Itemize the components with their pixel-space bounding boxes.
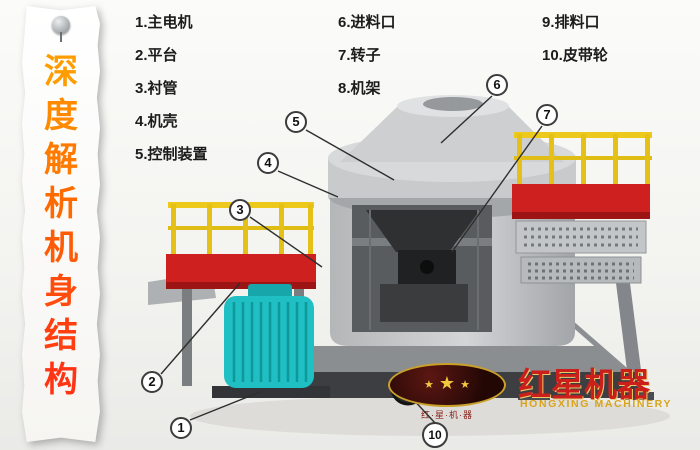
callout-4: 4 <box>257 152 279 174</box>
brand-subtitle: HONGXING MACHINERY <box>520 398 673 410</box>
logo-oval: ★ ★ ★ <box>388 363 506 407</box>
legend-item: 9.排料口 <box>542 14 600 31</box>
legend-item: 10.皮带轮 <box>542 47 608 64</box>
legend-item: 2.平台 <box>135 47 178 64</box>
callout-2: 2 <box>141 371 163 393</box>
callout-7: 7 <box>536 104 558 126</box>
right-railing <box>514 132 652 184</box>
banner-char: 度 <box>44 97 78 135</box>
callout-6: 6 <box>486 74 508 96</box>
banner-char: 构 <box>44 361 78 399</box>
callout-1: 1 <box>170 417 192 439</box>
legend-item: 3.衬管 <box>135 80 178 97</box>
brand-logo: ★ ★ ★ 红·星·机·器 红星机器 HONGXING MACHINERY <box>388 358 690 428</box>
legend-column-3: 9.排料口 10.皮带轮 <box>542 6 608 72</box>
legend-item: 4.机壳 <box>135 113 178 130</box>
callout-10: 10 <box>422 422 448 448</box>
legend-item: 6.进料口 <box>338 14 396 31</box>
brand-name: 红星机器 <box>518 366 650 403</box>
banner-char: 机 <box>44 229 78 267</box>
legend-column-1: 1.主电机 2.平台 3.衬管 4.机壳 5.控制装置 <box>135 6 208 171</box>
star-icon: ★ <box>438 373 456 393</box>
callout-lines <box>160 95 543 425</box>
cutaway-interior <box>352 205 492 332</box>
legend-column-2: 6.进料口 7.转子 8.机架 <box>338 6 396 105</box>
banner-paper <box>22 6 100 442</box>
star-icon: ★ <box>424 378 434 391</box>
legend-item: 8.机架 <box>338 80 381 97</box>
right-platform <box>512 132 652 284</box>
pin-icon <box>52 16 70 42</box>
legend-item: 1.主电机 <box>135 14 193 31</box>
banner-char: 深 <box>44 53 78 91</box>
legend-item: 5.控制装置 <box>135 146 208 163</box>
callout-3: 3 <box>229 199 251 221</box>
main-motor <box>212 284 330 398</box>
banner-char: 析 <box>44 185 78 223</box>
banner-char: 解 <box>44 141 78 179</box>
logo-oval-caption: 红·星·机·器 <box>421 410 473 420</box>
star-icon: ★ <box>460 378 470 391</box>
callout-5: 5 <box>285 111 307 133</box>
banner-text: 深 度 解 析 机 身 结 构 <box>22 50 100 402</box>
banner-char: 身 <box>44 273 78 311</box>
banner-char: 结 <box>44 317 78 355</box>
legend-item: 7.转子 <box>338 47 381 64</box>
vertical-banner: 深 度 解 析 机 身 结 构 <box>22 6 100 442</box>
